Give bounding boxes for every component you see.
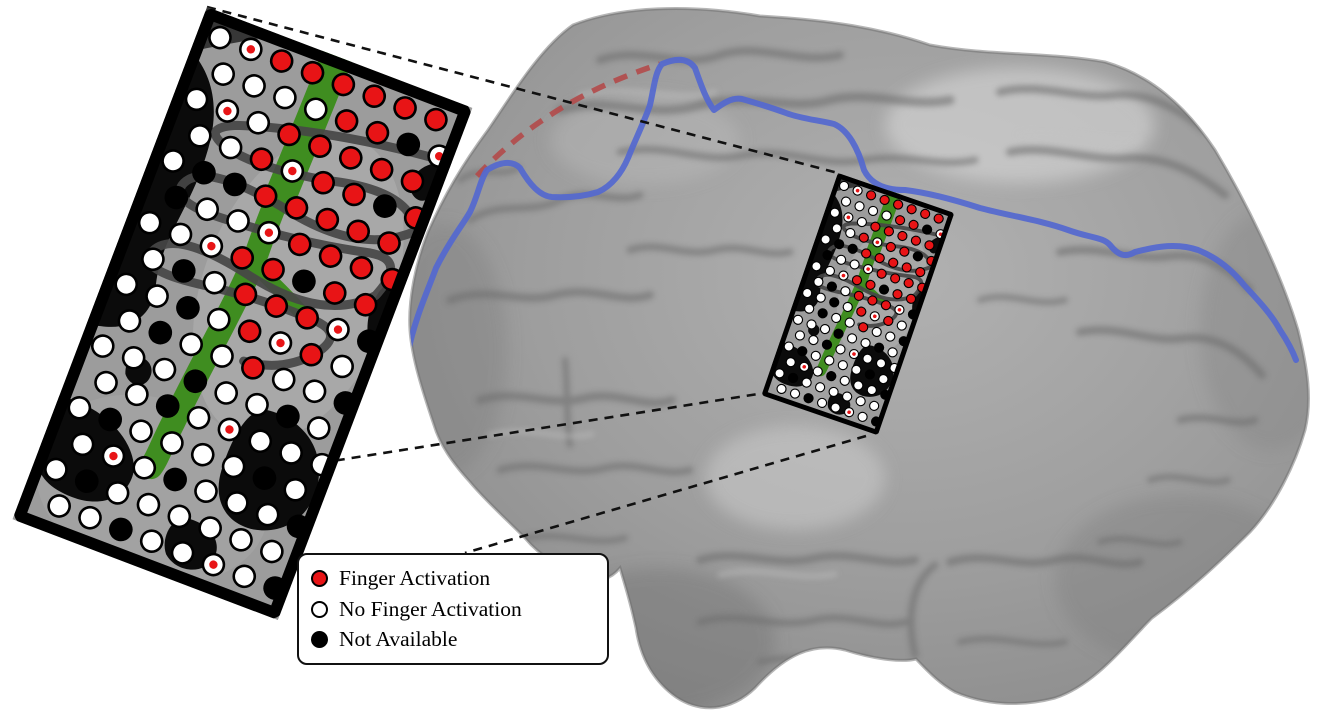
legend-item-finger-activation: Finger Activation	[311, 565, 595, 592]
legend-box: Finger Activation No Finger Activation N…	[297, 553, 609, 665]
brain-gyri-texture	[446, 46, 1266, 665]
legend-item-no-finger-activation: No Finger Activation	[311, 596, 595, 623]
black-circle-icon	[311, 631, 328, 649]
white-circle-icon	[311, 600, 328, 618]
connector-top	[206, 5, 839, 175]
blue-boundary-line	[409, 56, 1299, 363]
legend-label: Finger Activation	[339, 565, 491, 590]
legend-item-not-available: Not Available	[311, 626, 595, 653]
red-dashed-midline	[474, 61, 661, 178]
red-circle-icon	[311, 569, 328, 587]
legend-label: No Finger Activation	[339, 596, 522, 621]
legend-label: Not Available	[339, 627, 458, 652]
electrode-grid-inset	[12, 7, 473, 621]
connector-legend	[464, 434, 867, 555]
electrode-circles	[774, 180, 946, 427]
connector-middle	[319, 392, 759, 465]
electrode-grid-on-brain	[761, 173, 955, 436]
